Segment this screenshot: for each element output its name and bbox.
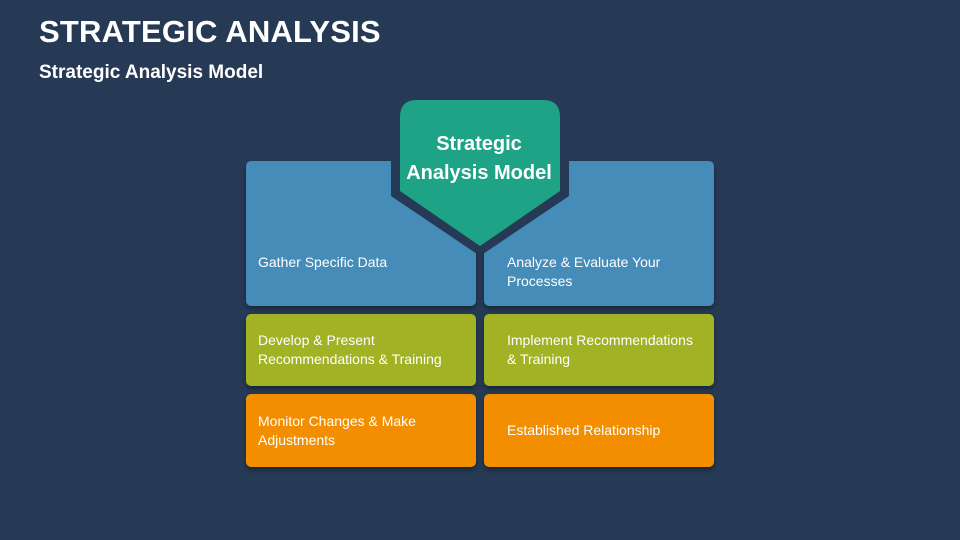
box-develop-present: Develop & Present Recommendations & Trai… xyxy=(246,314,476,386)
center-badge-shape xyxy=(400,100,560,246)
box-label: Develop & Present Recommendations & Trai… xyxy=(258,332,442,367)
box-analyze-evaluate: Analyze & Evaluate Your Processes xyxy=(484,161,714,306)
slide-title: STRATEGIC ANALYSIS xyxy=(39,14,381,49)
box-label: Implement Recommendations & Training xyxy=(507,332,693,367)
slide-subtitle: Strategic Analysis Model xyxy=(39,62,264,83)
box-monitor-changes: Monitor Changes & Make Adjustments xyxy=(246,394,476,467)
box-label: Monitor Changes & Make Adjustments xyxy=(258,412,416,448)
box-label: Established Relationship xyxy=(507,422,661,438)
box-label: Gather Specific Data xyxy=(258,254,388,270)
box-established-relationship: Established Relationship xyxy=(484,394,714,467)
center-badge-label: Strategic Analysis Model xyxy=(406,133,552,184)
box-implement: Implement Recommendations & Training xyxy=(484,314,714,386)
box-label: Analyze & Evaluate Your Processes xyxy=(507,254,661,289)
